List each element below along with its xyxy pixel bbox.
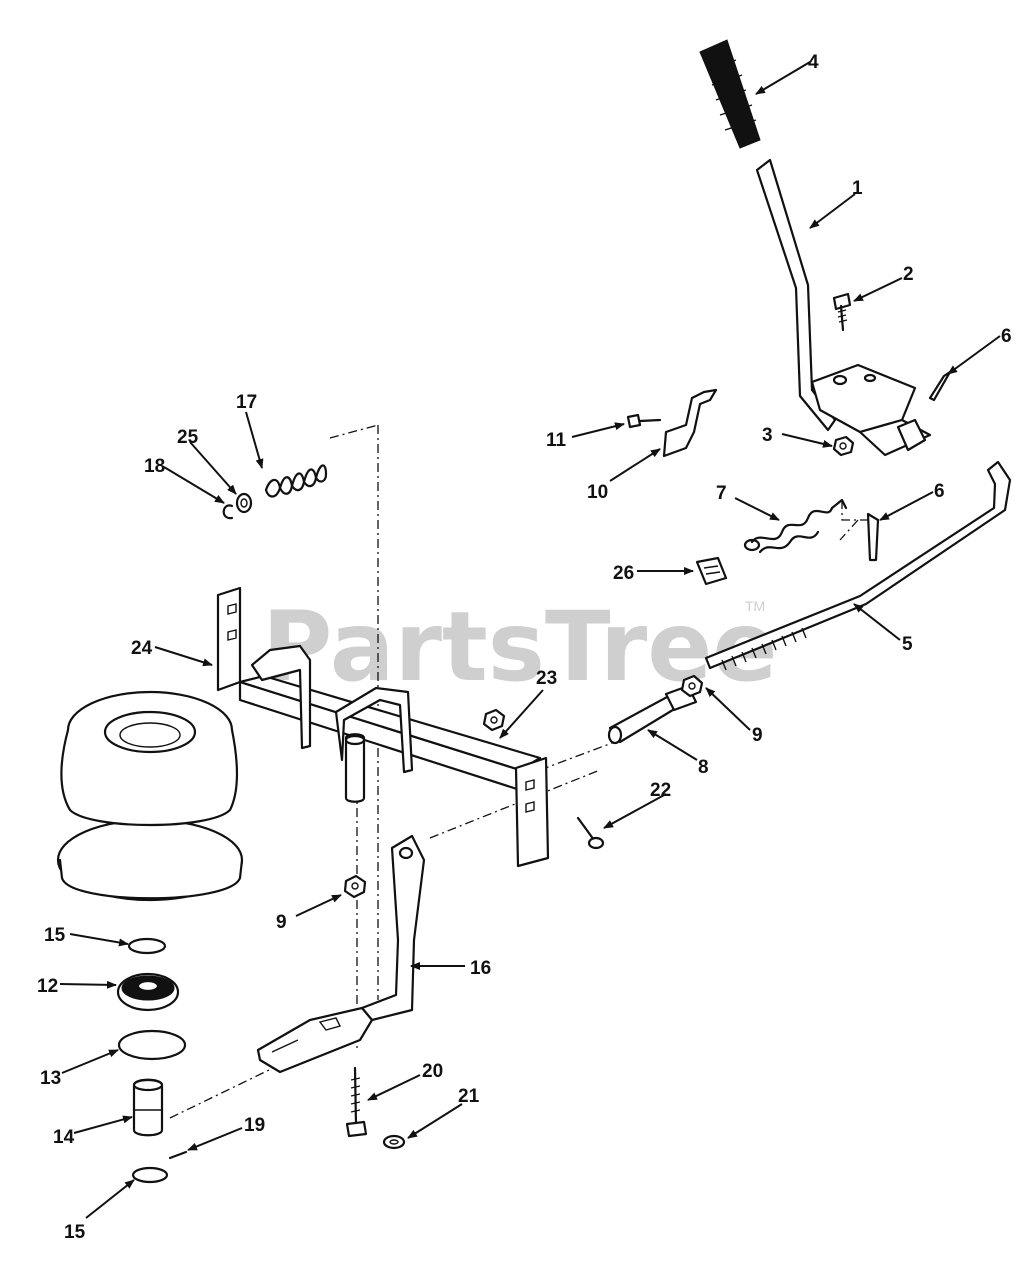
spring-part bbox=[743, 498, 848, 554]
cotter-pin-part-upper bbox=[928, 370, 952, 402]
bolt-part-22 bbox=[576, 816, 605, 850]
screw-part bbox=[626, 413, 662, 429]
nut-part bbox=[832, 435, 855, 457]
retaining-ring-part bbox=[117, 1029, 187, 1061]
callout-10: 10 bbox=[587, 482, 608, 503]
pin-part bbox=[168, 1150, 188, 1160]
callout-13: 13 bbox=[40, 1068, 61, 1089]
bolt-part bbox=[832, 292, 852, 332]
callout-23: 23 bbox=[536, 668, 557, 689]
callout-14: 14 bbox=[53, 1127, 75, 1148]
lever-handle-part bbox=[755, 158, 837, 432]
nut-part-right bbox=[680, 674, 704, 698]
callout-16: 16 bbox=[470, 958, 491, 979]
callout-15-lower: 15 bbox=[64, 1222, 86, 1243]
bearing-part bbox=[116, 972, 180, 1012]
callout-12: 12 bbox=[37, 976, 58, 997]
callout-3: 3 bbox=[762, 425, 773, 446]
callout-24: 24 bbox=[131, 638, 153, 659]
rod-part bbox=[704, 460, 1012, 671]
watermark-trademark: TM bbox=[745, 598, 765, 614]
lock-washer-part bbox=[382, 1134, 406, 1150]
callout-25: 25 bbox=[177, 427, 199, 448]
snap-ring-part-upper bbox=[127, 937, 167, 955]
callout-labels: 4 1 2 6 3 6 7 5 9 8 10 11 26 23 22 24 17… bbox=[37, 52, 1012, 1243]
callout-5: 5 bbox=[902, 634, 913, 655]
arm-part bbox=[256, 834, 426, 1074]
callout-17: 17 bbox=[236, 392, 257, 413]
nut-part-left bbox=[343, 874, 367, 899]
callout-6-lower: 6 bbox=[934, 481, 945, 502]
clip-part bbox=[695, 556, 728, 586]
e-clip-part bbox=[222, 504, 234, 520]
nut-part-23 bbox=[482, 708, 506, 732]
callout-9-left: 9 bbox=[276, 912, 287, 933]
callout-18: 18 bbox=[144, 456, 165, 477]
callout-2: 2 bbox=[903, 264, 914, 285]
leader-lines bbox=[59, 61, 1001, 1219]
callout-1: 1 bbox=[852, 178, 863, 199]
cotter-pin-part-lower bbox=[866, 512, 880, 562]
callout-7: 7 bbox=[716, 483, 727, 504]
grip-part bbox=[699, 39, 761, 149]
snap-ring-part-lower bbox=[131, 1166, 169, 1184]
callout-9-right: 9 bbox=[752, 725, 763, 746]
callout-8: 8 bbox=[698, 757, 709, 778]
callout-4: 4 bbox=[808, 52, 819, 73]
callout-19: 19 bbox=[244, 1115, 265, 1136]
washer-part bbox=[235, 492, 253, 514]
pulley-part bbox=[56, 690, 244, 902]
sleeve-part bbox=[607, 684, 698, 745]
bolt-part-20 bbox=[345, 1066, 368, 1138]
callout-6-upper: 6 bbox=[1001, 326, 1012, 347]
lever-bracket-part bbox=[810, 363, 932, 457]
callout-20: 20 bbox=[422, 1061, 443, 1082]
callout-21: 21 bbox=[458, 1086, 480, 1107]
frame-part bbox=[216, 586, 550, 868]
compression-spring-part bbox=[264, 464, 328, 498]
callout-22: 22 bbox=[650, 780, 671, 801]
callout-11: 11 bbox=[546, 430, 567, 451]
callout-26: 26 bbox=[613, 563, 634, 584]
small-bracket-part bbox=[662, 388, 718, 458]
callout-15-upper: 15 bbox=[44, 925, 66, 946]
hub-part bbox=[132, 1078, 164, 1137]
